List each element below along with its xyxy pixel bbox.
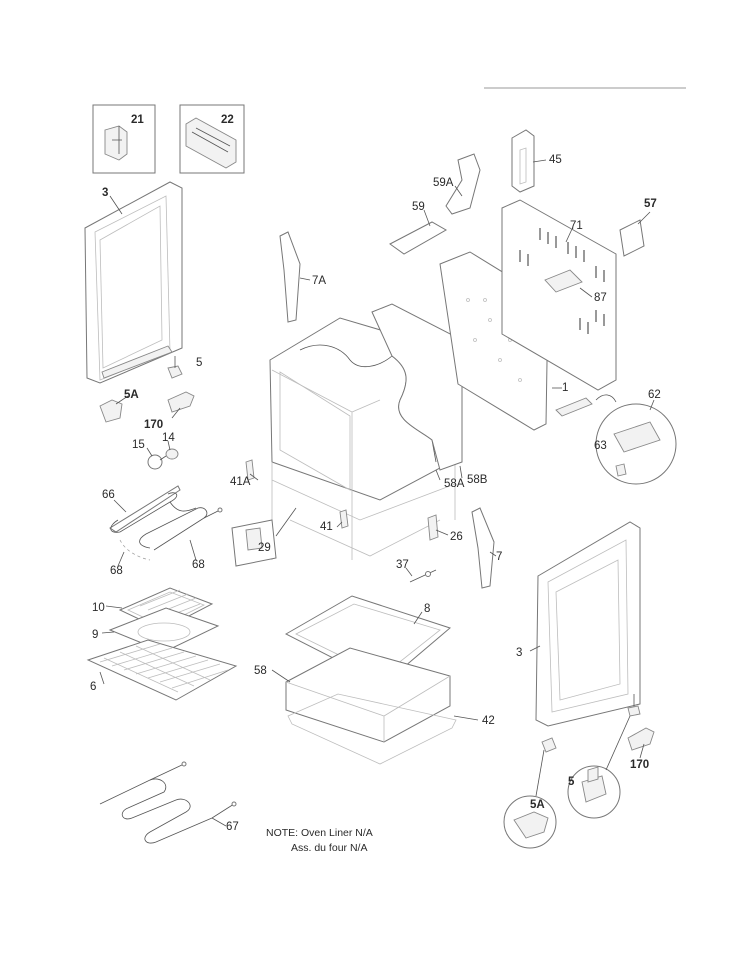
broil-element-67	[99, 761, 237, 844]
hinge-5A-right	[503, 737, 557, 849]
label-68-right: 68	[192, 559, 205, 571]
part-45	[511, 129, 535, 193]
hinge-5A-left	[99, 399, 123, 423]
label-71: 71	[570, 220, 583, 232]
label-3-right: 3	[516, 647, 522, 659]
label-37: 37	[396, 559, 409, 571]
knob-15-14	[147, 448, 179, 470]
hinge-5-left	[167, 356, 183, 379]
label-9: 9	[92, 629, 98, 641]
label-15: 15	[132, 439, 145, 451]
left-oven-door	[84, 181, 183, 384]
label-41: 41	[320, 521, 333, 533]
terminal-block-62	[555, 394, 677, 485]
right-oven-door	[535, 521, 641, 727]
label-1: 1	[562, 382, 568, 394]
label-58: 58	[254, 665, 267, 677]
label-58A: 58A	[444, 478, 465, 490]
drawer-58	[285, 647, 451, 743]
label-10: 10	[92, 602, 105, 614]
part-41	[339, 509, 349, 529]
label-26: 26	[450, 531, 463, 543]
label-68-left: 68	[110, 565, 123, 577]
label-21: 21	[131, 114, 144, 126]
label-45: 45	[549, 154, 562, 166]
label-58B: 58B	[467, 474, 488, 486]
label-57: 57	[644, 198, 657, 210]
label-22: 22	[221, 114, 234, 126]
leader-lines	[99, 159, 655, 827]
label-14: 14	[162, 432, 175, 444]
label-29: 29	[258, 542, 271, 554]
drawer-bottom-42	[287, 693, 457, 765]
label-5A-left: 5A	[124, 389, 139, 401]
insulation-58A	[371, 303, 463, 471]
oven-rack-6	[86, 639, 238, 701]
label-5-left: 5	[196, 357, 202, 369]
label-5A-right: 5A	[530, 799, 545, 811]
label-5-right: 5	[568, 776, 575, 788]
note-line-1: NOTE: Oven Liner N/A	[266, 827, 373, 839]
hinge-170-left	[167, 391, 195, 413]
hinge-receptacle-7A	[279, 231, 301, 323]
hinge-5-right	[567, 694, 641, 819]
label-62: 62	[648, 389, 661, 401]
label-67: 67	[226, 821, 239, 833]
hinge-170-right	[627, 727, 655, 751]
label-41A: 41A	[230, 476, 251, 488]
label-7: 7	[496, 551, 502, 563]
part-29-inset	[231, 507, 297, 567]
label-170-left: 170	[144, 419, 163, 431]
label-3-left: 3	[102, 187, 108, 199]
hinge-receptacle-7	[471, 507, 495, 589]
label-66: 66	[102, 489, 115, 501]
part-59	[389, 221, 448, 255]
part-57	[619, 219, 645, 257]
label-7A: 7A	[312, 275, 326, 287]
label-87: 87	[594, 292, 607, 304]
inset-part-21	[92, 104, 156, 174]
label-42: 42	[482, 715, 495, 727]
note-line-2: Ass. du four N/A	[291, 842, 367, 854]
label-8: 8	[424, 603, 430, 615]
rear-panel-71	[501, 199, 617, 391]
bake-element	[109, 485, 223, 561]
label-6: 6	[90, 681, 96, 693]
label-170-right: 170	[630, 759, 649, 771]
part-37	[409, 569, 437, 583]
part-26	[427, 514, 439, 541]
label-63: 63	[594, 440, 607, 452]
part-59A	[445, 153, 481, 215]
label-59A: 59A	[433, 177, 454, 189]
label-59: 59	[412, 201, 425, 213]
inset-part-22	[179, 104, 245, 174]
